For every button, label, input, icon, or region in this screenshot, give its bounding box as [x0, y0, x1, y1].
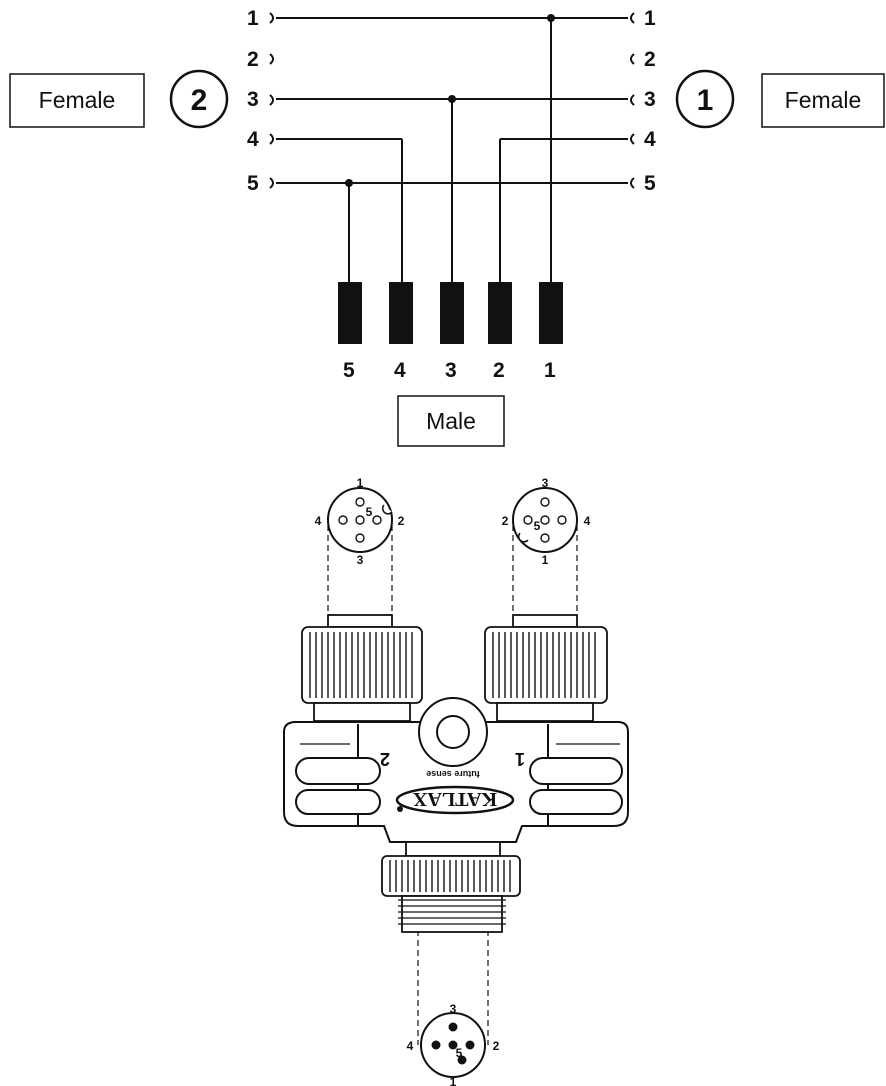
svg-text:Female: Female	[39, 87, 116, 113]
left-pin-numbers: 1 2 3 4 5	[247, 7, 259, 195]
right-pin-2: 2	[644, 48, 656, 71]
right-coupling-nut	[484, 614, 608, 722]
left-face-pin-top: 1	[357, 476, 364, 490]
mounting-hole	[418, 697, 488, 767]
female-label-left: Female	[9, 73, 145, 128]
svg-text:Male: Male	[426, 408, 476, 434]
bottom-face-pin-bottom: 1	[450, 1075, 457, 1086]
port-2-circle: 2	[169, 69, 229, 129]
male-thread	[398, 895, 506, 933]
left-face-pin-center: 5	[366, 505, 373, 519]
right-face-pin-top: 3	[542, 476, 549, 490]
male-pin-5: 5	[343, 359, 355, 382]
bottom-face-pin-left: 4	[407, 1039, 414, 1053]
left-female-face: 1 4 5 2 3	[315, 476, 405, 567]
junction-dots	[345, 14, 555, 187]
body-marker-dot	[397, 806, 403, 812]
male-pin-blocks	[338, 282, 563, 344]
left-face-pin-right: 2	[398, 514, 405, 528]
male-label: Male	[397, 395, 505, 447]
right-pin-5: 5	[644, 172, 656, 195]
bottom-face-pin-right: 2	[493, 1039, 500, 1053]
left-pin-3: 3	[247, 88, 259, 111]
male-pin-1: 1	[544, 359, 556, 382]
left-pin-4: 4	[247, 128, 259, 151]
male-pin-4: 4	[394, 359, 406, 382]
right-pin-4: 4	[644, 128, 656, 151]
right-face-pin-left: 2	[502, 514, 509, 528]
left-pin-2: 2	[247, 48, 259, 71]
male-pin-2: 2	[493, 359, 505, 382]
left-face-pin-bottom: 3	[357, 553, 364, 567]
male-pin-3: 3	[445, 359, 457, 382]
left-pin-5: 5	[247, 172, 259, 195]
svg-text:Female: Female	[785, 87, 862, 113]
female-label-right: Female	[761, 73, 885, 128]
bottom-face-pin-top: 3	[450, 1002, 457, 1016]
right-pin-numbers: 1 2 3 4 5	[644, 7, 656, 195]
bottom-face-pin-center: 5	[456, 1046, 463, 1060]
brand-logo: KATLAX	[395, 785, 515, 815]
connector-body	[283, 721, 629, 843]
body-port-1-number: 1	[515, 749, 525, 769]
brand-tagline: future sense	[426, 769, 480, 779]
body-port-2-number: 2	[380, 749, 390, 769]
right-female-face: 3 2 5 4 1	[502, 476, 591, 567]
right-face-pin-bottom: 1	[542, 553, 549, 567]
male-pin-numbers: 5 4 3 2 1	[343, 359, 556, 382]
svg-text:2: 2	[191, 84, 208, 117]
left-face-pin-left: 4	[315, 514, 322, 528]
right-face-pin-center: 5	[534, 519, 541, 533]
svg-text:1: 1	[697, 84, 714, 117]
bottom-male-face: 3 4 5 2 1	[407, 1002, 500, 1086]
projection-lines	[327, 525, 578, 1045]
svg-text:KATLAX: KATLAX	[412, 788, 497, 810]
wiring-diagram	[269, 12, 635, 283]
port-1-circle: 1	[675, 69, 735, 129]
left-pin-1: 1	[247, 7, 259, 30]
bottom-coupling-nut	[381, 841, 521, 897]
left-coupling-nut	[301, 614, 423, 722]
right-face-pin-right: 4	[584, 514, 591, 528]
right-pin-1: 1	[644, 7, 656, 30]
right-pin-3: 3	[644, 88, 656, 111]
